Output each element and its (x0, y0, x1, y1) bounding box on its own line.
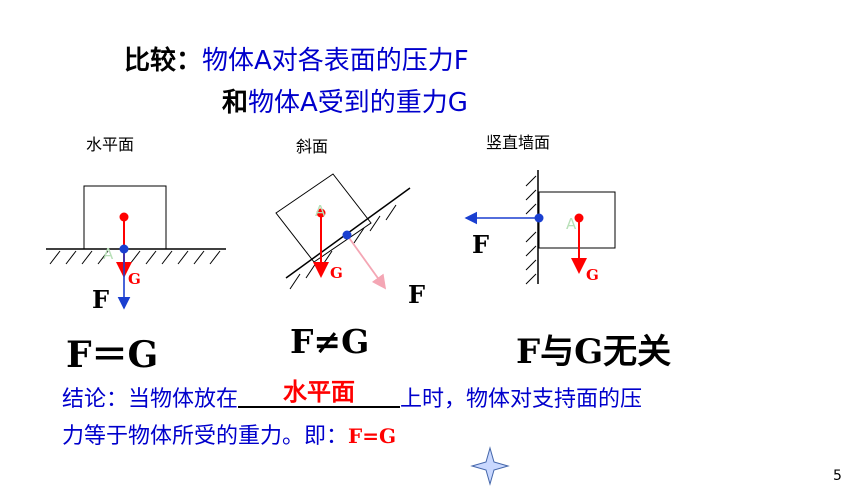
label-g-horizontal: G (128, 270, 141, 288)
horizontal-diagram (46, 185, 226, 310)
faint-label-a-wall: A (566, 215, 577, 233)
sparkle-icon (470, 446, 510, 486)
center-of-gravity-wall (574, 213, 584, 223)
slide-title-line2: 和物体A受到的重力G (222, 82, 468, 119)
page-number: 5 (833, 468, 842, 484)
conclusion-line2-text: 力等于物体所受的重力。即： (62, 424, 349, 449)
conclusion-part2: 上时，物体对支持面的压 (400, 387, 643, 412)
title-prefix: 比较： (124, 46, 203, 76)
wall-hatching (525, 175, 537, 285)
label-f-incline: F (408, 280, 425, 309)
pressure-arrow-incline (346, 234, 387, 290)
result-incline: F≠G (290, 322, 370, 361)
center-of-gravity (119, 212, 129, 222)
title-line2-prefix: 和 (222, 88, 249, 118)
slide-title-line1: 比较：物体A对各表面的压力F (124, 40, 469, 77)
title-line2-text: 物体A受到的重力G (248, 88, 468, 118)
faint-label-a: A (103, 245, 114, 263)
label-g-wall: G (586, 266, 599, 284)
contact-point-incline (342, 230, 352, 240)
faint-label-a-incline: A (315, 202, 326, 220)
result-horizontal: F＝G (66, 334, 159, 376)
ground-hatching (49, 250, 221, 265)
conclusion-part1: 结论：当物体放在 (62, 387, 239, 412)
title-line1-text: 物体A对各表面的压力F (202, 46, 469, 76)
caption-incline: 斜面 (296, 137, 329, 156)
contact-point-wall (534, 213, 544, 223)
wall-diagram (464, 170, 616, 285)
label-f-wall: F (472, 230, 489, 259)
center-of-gravity-incline (316, 208, 326, 218)
label-f-horizontal: F (92, 285, 109, 314)
conclusion-line2: 力等于物体所受的重力。即：F=G (62, 418, 642, 455)
incline-hatching (289, 204, 397, 290)
conclusion-equation: F=G (348, 424, 397, 448)
block-a-incline (275, 173, 372, 263)
contact-point (119, 244, 129, 254)
caption-horizontal: 水平面 (86, 135, 135, 154)
conclusion-line1: 结论：当物体放在水平面上时，物体对支持面的压 (62, 378, 643, 418)
result-vertical: F与G无关 (516, 332, 672, 372)
caption-vertical: 竖直墙面 (486, 133, 551, 152)
conclusion-text: 结论：当物体放在水平面上时，物体对支持面的压 力等于物体所受的重力。即：F=G (62, 378, 643, 455)
incline-diagram (275, 173, 411, 290)
conclusion-blank-answer: 水平面 (238, 378, 401, 408)
label-g-incline: G (330, 264, 343, 282)
